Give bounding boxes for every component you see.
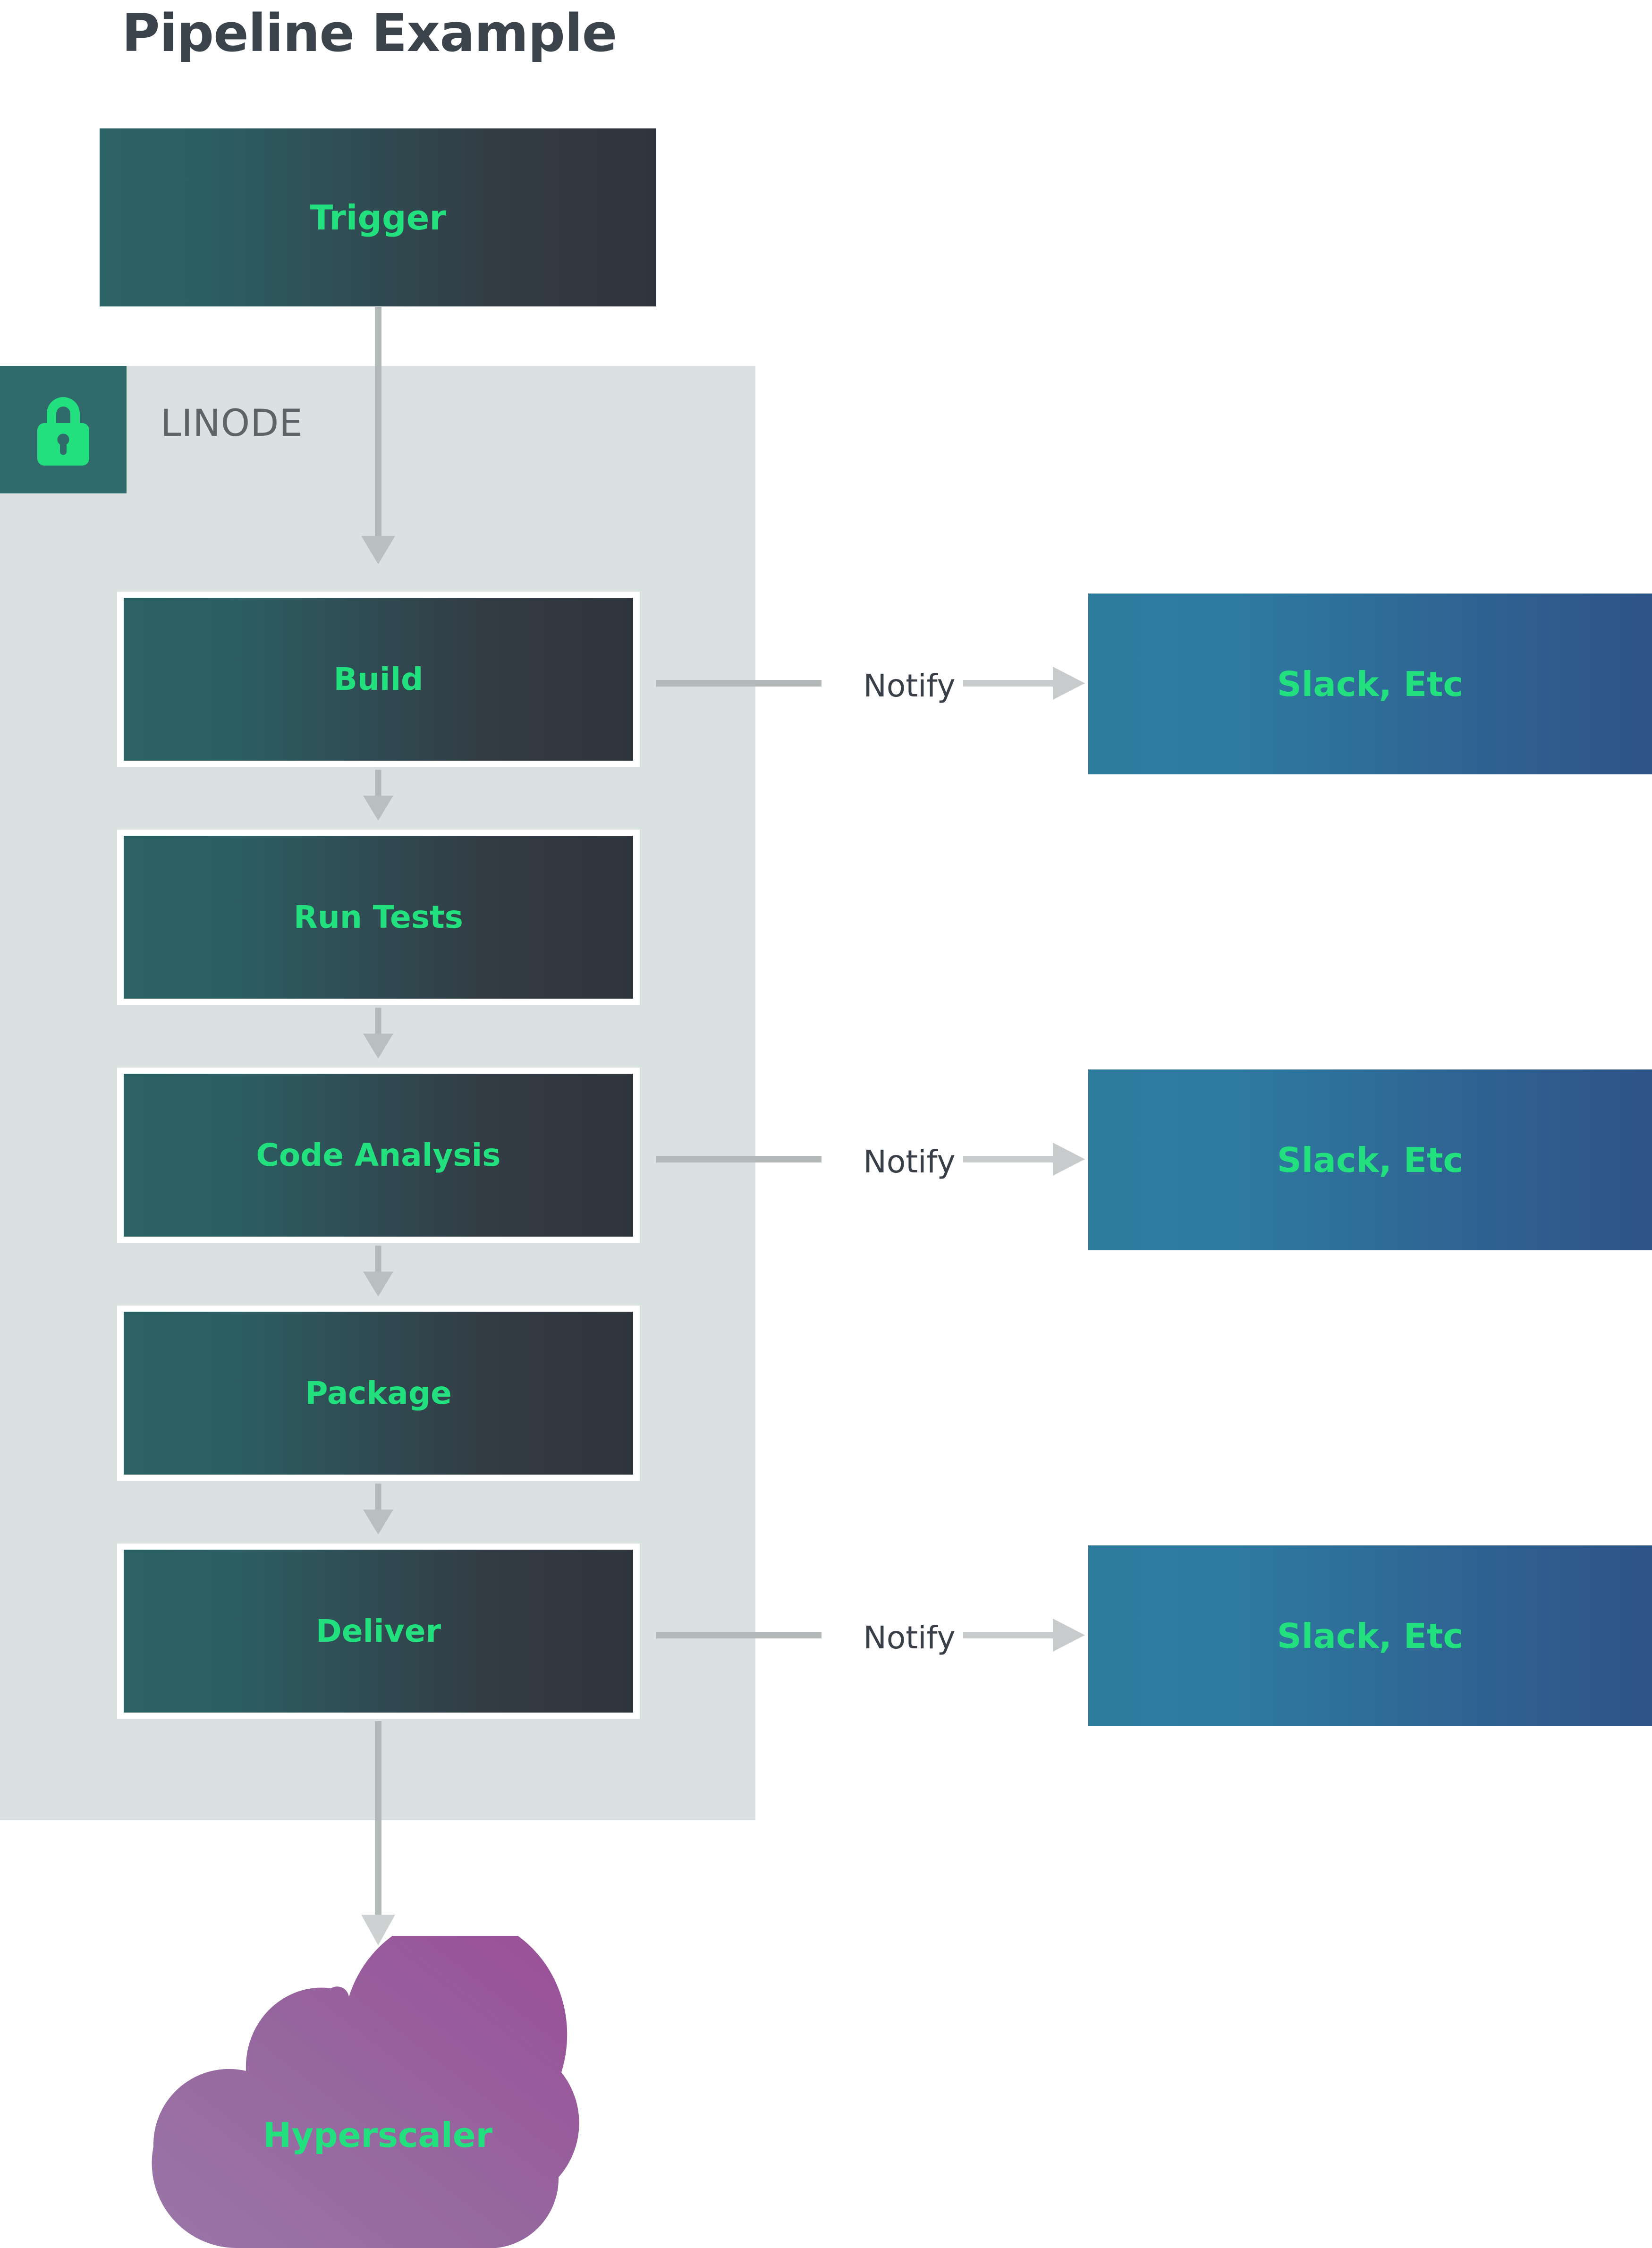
lock-icon	[28, 390, 99, 470]
node-run-tests-label: Run Tests	[294, 899, 463, 935]
node-slack-2[interactable]: Slack, Etc	[1088, 1069, 1652, 1250]
node-slack-1-label: Slack, Etc	[1277, 664, 1464, 704]
node-build-label: Build	[333, 661, 424, 697]
cloud-icon	[152, 1915, 579, 2248]
node-hyperscaler[interactable]	[142, 1915, 614, 2248]
lock-badge	[0, 366, 127, 493]
node-slack-2-label: Slack, Etc	[1277, 1140, 1464, 1180]
edge-label-notify-build: Notify	[863, 668, 956, 704]
node-deliver[interactable]: Deliver	[117, 1544, 640, 1719]
node-code-analysis[interactable]: Code Analysis	[117, 1068, 640, 1243]
node-slack-1[interactable]: Slack, Etc	[1088, 594, 1652, 774]
edge-label-notify-code-analysis: Notify	[863, 1144, 956, 1180]
node-slack-3-label: Slack, Etc	[1277, 1616, 1464, 1656]
linode-group-label: LINODE	[161, 402, 303, 445]
node-code-analysis-label: Code Analysis	[256, 1137, 501, 1173]
node-slack-3[interactable]: Slack, Etc	[1088, 1545, 1652, 1726]
node-hyperscaler-label: Hyperscaler	[263, 2115, 493, 2155]
node-package[interactable]: Package	[117, 1306, 640, 1481]
edge-label-notify-deliver: Notify	[863, 1620, 956, 1656]
node-run-tests[interactable]: Run Tests	[117, 830, 640, 1005]
node-deliver-label: Deliver	[315, 1613, 441, 1649]
page-title: Pipeline Example	[122, 3, 617, 63]
node-package-label: Package	[305, 1375, 452, 1411]
node-build[interactable]: Build	[117, 592, 640, 767]
node-trigger[interactable]: Trigger	[100, 128, 656, 306]
node-trigger-label: Trigger	[310, 197, 446, 238]
